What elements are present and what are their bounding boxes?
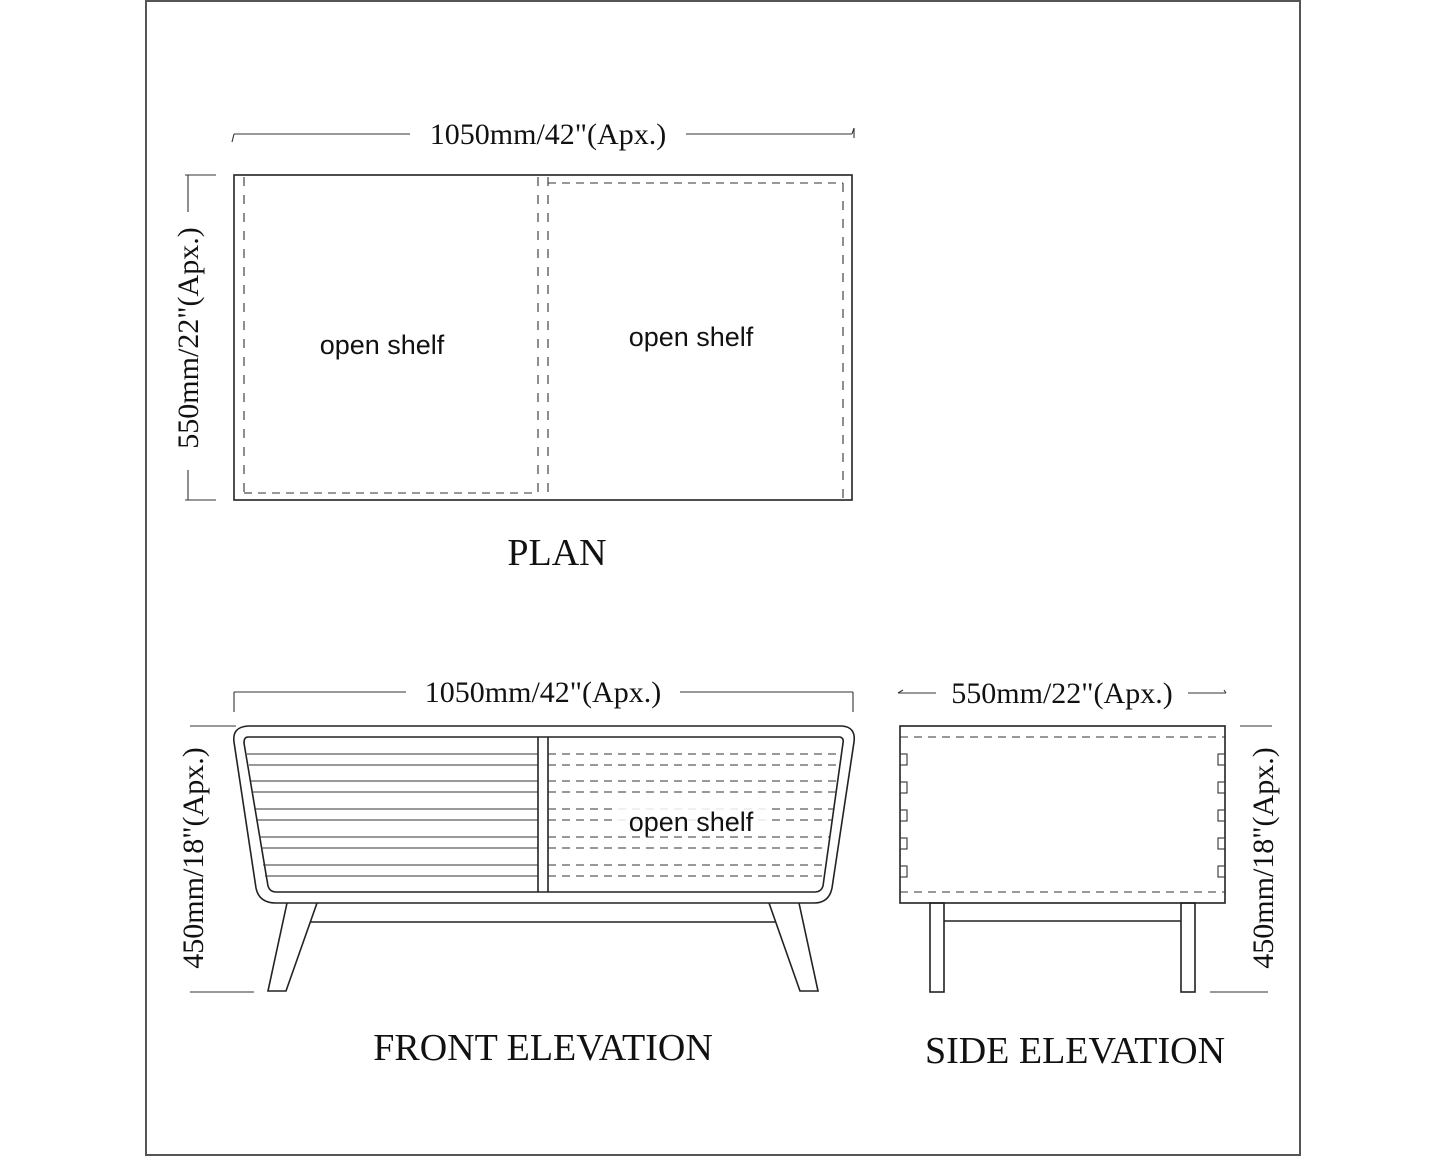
plan-width-dimension: 1050mm/42"(Apx.): [231, 118, 855, 151]
front-width-label: 1050mm/42"(Apx.): [425, 676, 661, 709]
plan-title: PLAN: [507, 532, 606, 574]
sheet-border: [145, 0, 1301, 1156]
plan-right-shelf-label: open shelf: [629, 322, 754, 352]
front-elevation-view: 1050mm/42"(Apx.) 450mm/18"(Apx.): [177, 676, 856, 1069]
plan-depth-dimension: 550mm/22"(Apx.): [172, 174, 216, 501]
front-right-hidden-lines: [548, 753, 841, 877]
plan-outline: [233, 174, 853, 501]
side-left-leg: [929, 902, 945, 993]
plan-left-shelf-label: open shelf: [320, 330, 445, 360]
plan-width-label: 1050mm/42"(Apx.): [430, 118, 666, 151]
front-height-dimension: 450mm/18"(Apx.): [177, 725, 254, 993]
plan-depth-label: 550mm/22"(Apx.): [172, 227, 205, 448]
front-width-dimension: 1050mm/42"(Apx.): [233, 676, 854, 712]
side-height-dimension: 450mm/18"(Apx.): [1210, 725, 1280, 993]
front-left-leg: [267, 902, 318, 992]
side-left-tabs: [899, 753, 908, 878]
front-open-shelf-label: open shelf: [629, 807, 754, 837]
front-cabinet-inner: [243, 736, 844, 893]
side-cabinet-outline: [899, 725, 1226, 904]
front-left-slats: [247, 753, 538, 877]
side-width-label: 550mm/22"(Apx.): [951, 677, 1172, 710]
side-elevation-title: SIDE ELEVATION: [925, 1030, 1225, 1072]
front-height-label: 450mm/18"(Apx.): [177, 747, 210, 968]
front-cabinet-outer: [232, 725, 856, 904]
front-right-leg: [768, 902, 819, 992]
side-elevation-view: 550mm/22"(Apx.) 450mm/18"(Apx.) SIDE: [897, 677, 1280, 1072]
side-right-leg: [1180, 902, 1196, 993]
side-height-label: 450mm/18"(Apx.): [1247, 747, 1280, 968]
front-elevation-title: FRONT ELEVATION: [373, 1027, 713, 1069]
plan-view: 1050mm/42"(Apx.) 550mm/22"(Apx.) open sh…: [172, 118, 855, 574]
side-width-dimension: 550mm/22"(Apx.): [897, 677, 1227, 710]
side-right-tabs: [1217, 753, 1226, 878]
